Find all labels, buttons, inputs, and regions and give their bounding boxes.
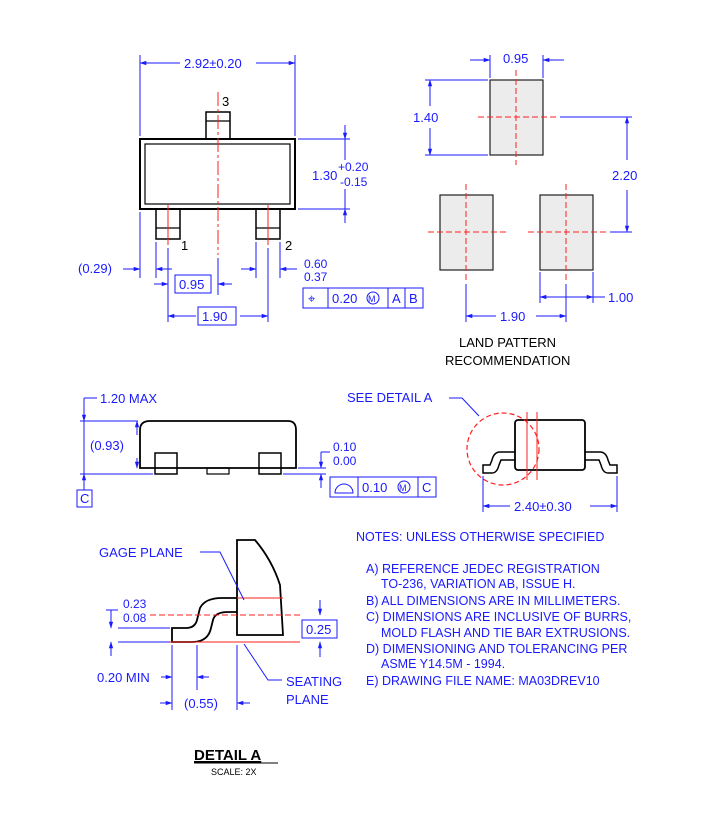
dim-body-height-tol-minus: -0.15 [340,175,368,189]
note-line: E) DRAWING FILE NAME: MA03DREV10 [366,674,600,688]
dim-body-height-ref: (0.93) [90,438,124,453]
detail-a-scale: SCALE: 2X [211,767,257,777]
dim-lead-offset: (0.29) [78,261,112,276]
position-tolerance: 0.20 [332,291,357,306]
detail-a-callout-circle [466,412,540,486]
top-view: 3 1 2 2.92±0.20 1.30 +0.20 -0.15 (0.29) … [78,55,424,326]
dim-lead-thickness-min: 0.08 [123,611,147,625]
dim-foot-length: (0.55) [184,696,218,711]
note-line: D) DIMENSIONING AND TOLERANCING PER [366,642,627,656]
dim-pad-width: 0.95 [503,51,528,66]
profile-tolerance: 0.10 [362,480,387,495]
profile-tolerance-frame: 0.10 M C [329,476,437,498]
dim-pad-span: 1.90 [500,309,525,324]
datum-b: B [409,291,418,306]
dim-standoff-max: 0.10 [333,440,357,454]
dim-max-height: 1.20 MAX [100,391,157,406]
dim-overall-width: 2.40±0.30 [514,499,572,514]
dim-lead-pitch: 0.95 [179,277,204,292]
side-lead-right [258,452,282,475]
position-tolerance-frame: ⌖ 0.20 M A B [302,287,424,309]
pin-3-label: 3 [222,94,229,109]
profile-surface-icon [334,483,354,494]
side-body [139,420,297,469]
pin-2-label: 2 [285,238,292,253]
detail-body [236,539,284,636]
land-pattern-title-2: RECOMMENDATION [445,353,570,368]
dim-standoff-min: 0.00 [333,454,357,468]
detail-a-title: DETAIL A [194,747,261,764]
detail-lead [171,597,237,643]
dim-row-spacing: 2.20 [612,168,637,183]
detail-a-view: GAGE PLANE 0.23 0.08 0.25 0.20 MIN (0.55… [97,539,342,777]
land-pattern: 0.95 1.40 2.20 1.90 1.00 LAND PATTERN RE… [413,51,637,368]
seating-plane-label-2: PLANE [286,692,329,707]
note-line: MOLD FLASH AND TIE BAR EXTRUSIONS. [381,626,630,640]
notes-block: NOTES: UNLESS OTHERWISE SPECIFIED A) REF… [356,530,631,688]
note-line: A) REFERENCE JEDEC REGISTRATION [366,562,600,576]
note-line: TO-236, VARIATION AB, ISSUE H. [381,577,576,591]
datum-a: A [392,291,401,306]
see-detail-label: SEE DETAIL A [347,390,433,405]
seating-plane-label-1: SEATING [286,674,342,689]
dim-lead-span: 1.90 [202,309,227,324]
dim-body-height-tol-plus: +0.20 [338,160,369,174]
profile-mmc-modifier: M [399,483,407,493]
dim-lead-width-max: 0.60 [304,257,328,271]
dim-body-width: 2.92±0.20 [184,56,242,71]
land-pattern-title-1: LAND PATTERN [459,335,556,350]
note-line: C) DIMENSIONS ARE INCLUSIVE OF BURRS, [366,610,631,624]
notes-heading: NOTES: UNLESS OTHERWISE SPECIFIED [356,530,604,544]
end-view: SEE DETAIL A 2.40±0.30 [347,390,618,514]
dim-pad-height: 1.40 [413,110,438,125]
mmc-modifier: M [368,294,376,304]
dim-foot-min: 0.20 MIN [97,670,150,685]
note-line: B) ALL DIMENSIONS ARE IN MILLIMETERS. [366,594,620,608]
end-lead-left [482,451,515,474]
dim-pad-pitch: 1.00 [608,290,633,305]
datum-c-label: C [80,491,89,506]
side-lead-left [154,452,178,475]
end-body [514,419,586,471]
dim-gage-distance: 0.25 [306,622,331,637]
dim-lead-thickness-max: 0.23 [123,597,147,611]
note-line: ASME Y14.5M - 1994. [381,657,505,671]
position-symbol: ⌖ [308,291,316,306]
end-lead-right [585,451,618,474]
dim-lead-width-min: 0.37 [304,270,328,284]
profile-datum: C [422,480,431,495]
gage-plane-label: GAGE PLANE [99,545,183,560]
dim-body-height: 1.30 [312,168,337,183]
pin-1-label: 1 [181,238,188,253]
side-view: 1.20 MAX (0.93) C 0.10 0.00 0.10 M C [76,391,437,508]
